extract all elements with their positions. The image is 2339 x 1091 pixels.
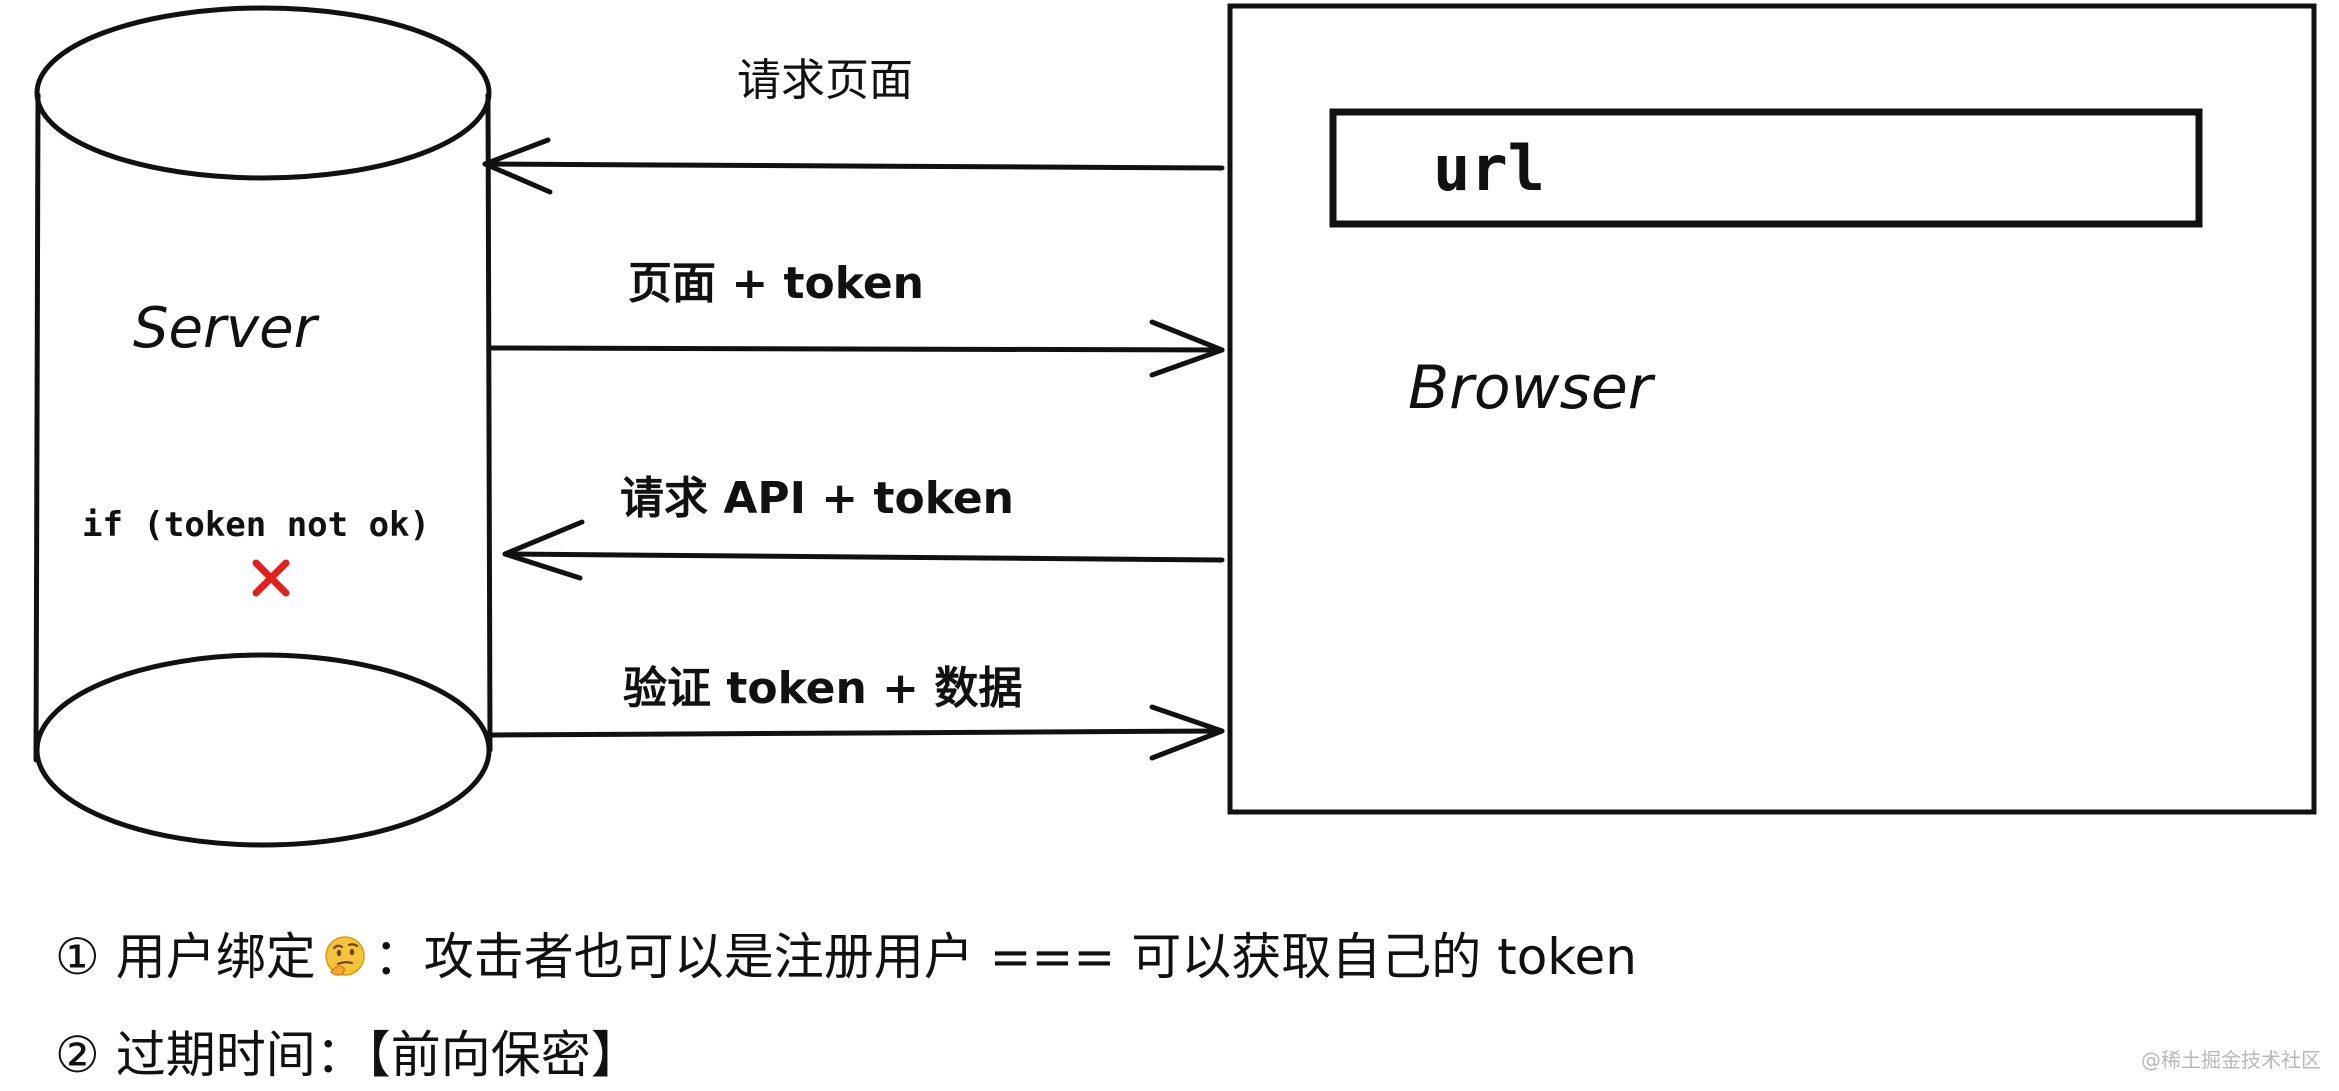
arrow-label-page-token: 页面 + token [628, 258, 924, 309]
server-condition: if (token not ok) [82, 505, 430, 545]
arrow-request-api [502, 519, 1225, 581]
browser-label: Browser [1408, 353, 1656, 423]
url-bar [1329, 108, 2203, 228]
arrow-label-verify-token: 验证 token + 数据 [623, 663, 1022, 714]
arrow-verify-token [489, 704, 1225, 761]
server-cylinder [33, 5, 493, 848]
thinking-face-icon [324, 936, 365, 976]
note-expiry-time: ② 过期时间：【前向保密】 [55, 1030, 641, 1080]
note-1-prefix: 用户绑定 [115, 928, 316, 986]
note-2-text: 过期时间：【前向保密】 [115, 1026, 641, 1084]
note-1-marker: ① [55, 928, 100, 986]
server-label: Server [133, 296, 320, 361]
note-2-marker: ② [55, 1026, 100, 1084]
server-cylinder-top [34, 5, 492, 181]
server-cylinder-bottom [34, 652, 492, 848]
reject-icon [252, 559, 290, 597]
browser-window [1227, 3, 2317, 815]
arrow-page-token [489, 319, 1225, 378]
watermark: @稀土掘金技术社区 [2141, 1048, 2321, 1072]
server-cylinder-body [33, 92, 493, 763]
url-bar-label: url [1433, 132, 1545, 205]
note-user-binding: ① 用户绑定 ：攻击者也可以是注册用户 === 可以获取自己的 token [55, 932, 1637, 982]
arrows [482, 137, 1225, 761]
note-1-suffix: ：攻击者也可以是注册用户 === 可以获取自己的 token [373, 928, 1637, 986]
arrow-label-request-page: 请求页面 [737, 55, 913, 106]
arrow-label-request-api: 请求 API + token [620, 473, 1014, 524]
arrow-request-page [482, 137, 1225, 195]
